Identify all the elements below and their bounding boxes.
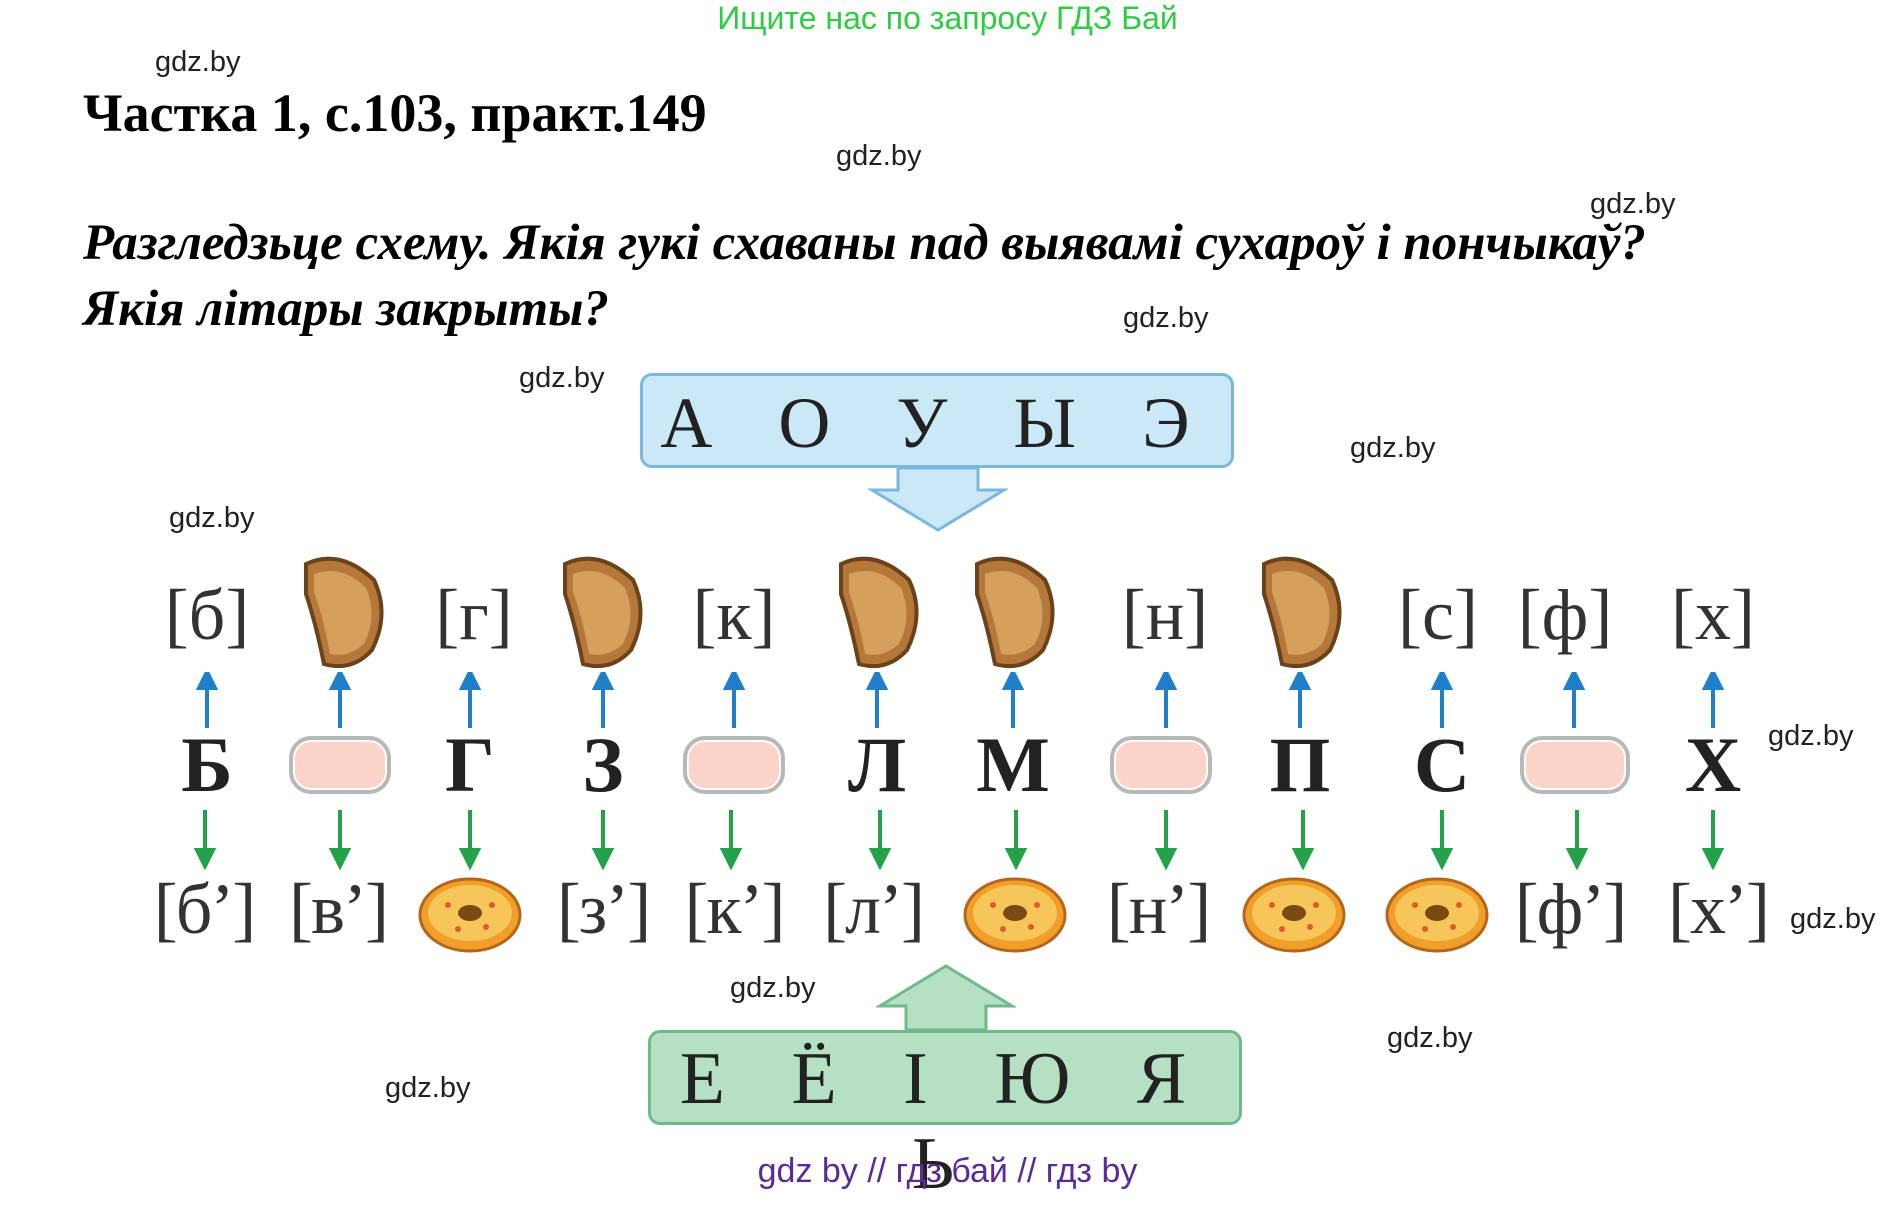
- rusk-icon: [975, 556, 1055, 669]
- task-line-2: Якія літары закрыты?: [83, 281, 610, 337]
- rusk-icon: [839, 556, 919, 669]
- watermark: gdz.by: [1790, 903, 1876, 935]
- letter-m: М: [976, 721, 1050, 808]
- watermark: gdz.by: [519, 362, 605, 394]
- hard-sound-h: [х]: [1671, 575, 1755, 655]
- up-arrow-icon: [876, 964, 1016, 1032]
- hard-vowels-box: А О У Ы Э: [640, 373, 1234, 468]
- hard-sound-g: [г]: [435, 575, 513, 655]
- hard-sound-b: [б]: [164, 575, 250, 655]
- hidden-letter-pill: [289, 736, 391, 794]
- soft-sound-b: [б’]: [153, 869, 257, 949]
- watermark: gdz.by: [836, 140, 922, 172]
- watermark: gdz.by: [1123, 302, 1209, 334]
- watermark: gdz.by: [1768, 720, 1854, 752]
- hidden-letter-pill: [1520, 736, 1630, 794]
- down-arrow-icon: [868, 466, 1008, 532]
- letter-h: Х: [1684, 721, 1742, 808]
- soft-vowels-box: Е Ё І Ю Я Ь: [648, 1030, 1242, 1205]
- green-down-arrows: [193, 810, 1725, 870]
- donut-icon: [418, 877, 522, 953]
- letter-s: С: [1413, 721, 1471, 808]
- hard-sound-k: [к]: [692, 575, 776, 655]
- donut-icon: [963, 877, 1067, 953]
- footer-watermark: gdz by // гдз бай // гдз by: [757, 1152, 1138, 1190]
- page-title: Частка 1, с.103, практ.149: [83, 83, 707, 143]
- task-text: Разгледзьце схему. Якія гукі схаваны пад…: [83, 210, 1883, 342]
- promo-banner: Ищите нас по запросу ГДЗ Бай: [717, 0, 1178, 36]
- soft-sound-z: [з’]: [556, 869, 651, 949]
- donut-icon: [1385, 877, 1489, 953]
- letter-l: Л: [847, 721, 907, 808]
- watermark: gdz.by: [1387, 1022, 1473, 1054]
- watermark: gdz.by: [730, 972, 816, 1004]
- soft-sound-v: [в’]: [289, 869, 389, 949]
- rusk-icon: [563, 556, 643, 669]
- hard-sound-f: [ф]: [1517, 575, 1613, 655]
- task-line-1: Разгледзьце схему. Якія гукі схаваны пад…: [83, 215, 1646, 271]
- letter-p: П: [1269, 721, 1331, 808]
- watermark: gdz.by: [1350, 432, 1436, 464]
- soft-sound-f: [ф’]: [1514, 869, 1628, 949]
- hard-vowels-text: А О У Ы Э: [660, 383, 1214, 463]
- soft-sound-n: [н’]: [1106, 869, 1211, 949]
- watermark: gdz.by: [1590, 188, 1676, 220]
- letter-g: Г: [445, 721, 495, 808]
- watermark: gdz.by: [155, 46, 241, 78]
- rusk-icon: [1262, 556, 1342, 669]
- rusk-icon: [304, 556, 384, 669]
- soft-sound-k: [к’]: [684, 869, 786, 949]
- donut-icon: [1242, 877, 1346, 953]
- letter-b: Б: [181, 721, 233, 808]
- letter-z: З: [582, 721, 624, 808]
- hard-sound-s: [с]: [1398, 575, 1478, 655]
- soft-sound-l: [л’]: [823, 869, 925, 949]
- hidden-letter-pill: [683, 736, 785, 794]
- watermark: gdz.by: [385, 1072, 471, 1104]
- hidden-letter-pill: [1110, 736, 1212, 794]
- hard-sound-n: [н]: [1121, 575, 1209, 655]
- soft-vowels-text: Е Ё І Ю Я Ь: [679, 1038, 1211, 1205]
- soft-sound-h: [х’]: [1668, 869, 1770, 949]
- watermark: gdz.by: [169, 502, 255, 534]
- blue-up-arrows: [195, 672, 1725, 728]
